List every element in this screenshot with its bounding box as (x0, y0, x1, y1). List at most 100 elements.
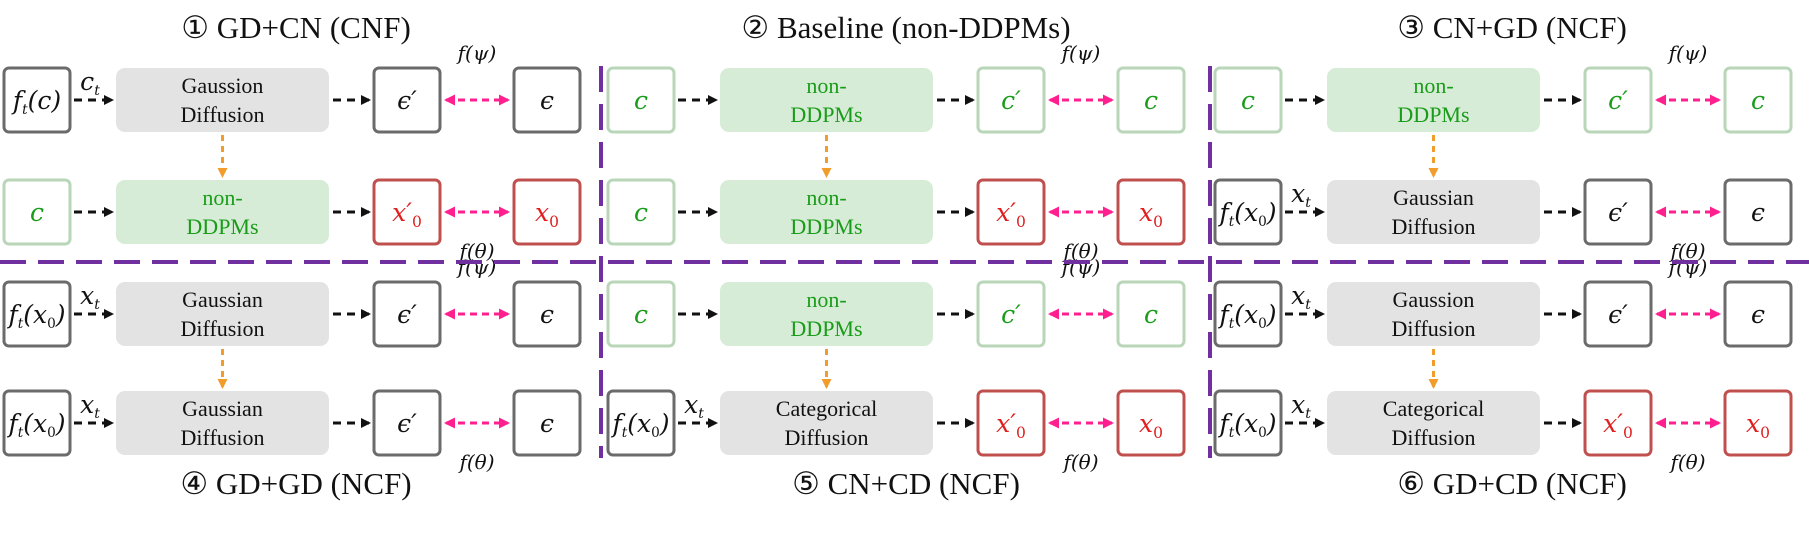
output-label: x′0 (392, 198, 422, 231)
loss-label: f(θ) (457, 450, 494, 474)
model-block (1327, 391, 1540, 455)
input-box (606, 389, 676, 457)
model-block-label: non- (806, 287, 846, 312)
loss-label: f(ψ) (456, 41, 497, 65)
model-block (1327, 180, 1540, 244)
input-box (1213, 66, 1283, 134)
model-block-label: DDPMs (186, 214, 258, 239)
loss-label: f(θ) (1668, 239, 1705, 263)
model-block (720, 180, 933, 244)
output-label: ϵ′ (397, 86, 417, 115)
target-label: ϵ (540, 300, 554, 329)
target-box (1723, 66, 1793, 134)
panel-title: ① GD+CN (CNF) (181, 10, 411, 45)
target-label: ϵ (1751, 198, 1765, 227)
loss-label: f(ψ) (1060, 255, 1101, 279)
model-block-label: Gaussian (1393, 185, 1474, 210)
target-label: x0 (1139, 409, 1163, 442)
model-block-label: non- (202, 185, 242, 210)
noisy-input-label: ct (80, 67, 100, 99)
model-block-label: non- (1413, 73, 1453, 98)
input-box (1213, 389, 1283, 457)
output-box (1583, 389, 1653, 457)
target-box (1723, 178, 1793, 246)
output-box (1583, 66, 1653, 134)
loss-label: f(ψ) (456, 255, 497, 279)
model-block (720, 68, 933, 132)
input-box (1213, 178, 1283, 246)
model-block-label: DDPMs (1397, 102, 1469, 127)
output-label: ϵ′ (397, 409, 417, 438)
model-block (720, 282, 933, 346)
target-box (1116, 280, 1186, 348)
target-box (512, 389, 582, 457)
target-label: x0 (535, 198, 559, 231)
noisy-input-label: xt (80, 281, 100, 313)
target-label: c (1144, 86, 1158, 115)
output-box (1583, 178, 1653, 246)
input-label: c (634, 86, 648, 115)
noisy-input-label: xt (684, 390, 704, 422)
output-label: c′ (1001, 86, 1021, 115)
target-box (1116, 389, 1186, 457)
input-box (2, 389, 72, 457)
loss-label: f(ψ) (1667, 41, 1708, 65)
noisy-input-label: xt (1291, 390, 1311, 422)
input-label: ft(x0) (6, 409, 65, 441)
target-box (1723, 389, 1793, 457)
input-label: ft(x0) (1217, 300, 1276, 332)
loss-label: f(θ) (1668, 450, 1705, 474)
noisy-input-label: xt (80, 390, 100, 422)
output-box (372, 178, 442, 246)
model-block-label: Diffusion (1392, 425, 1476, 450)
loss-label: f(θ) (1061, 450, 1098, 474)
target-box (1116, 178, 1186, 246)
panel-title: ④ GD+GD (NCF) (180, 466, 411, 501)
output-label: x′0 (996, 409, 1026, 442)
model-block (116, 282, 329, 346)
model-block-label: non- (806, 73, 846, 98)
loss-label: f(ψ) (1667, 255, 1708, 279)
model-block-label: Gaussion (1393, 287, 1475, 312)
model-block-label: Diffusion (785, 425, 869, 450)
target-label: ϵ (1751, 300, 1765, 329)
noisy-input-label: xt (1291, 281, 1311, 313)
target-label: x0 (1746, 409, 1770, 442)
input-label: ft(x0) (1217, 198, 1276, 230)
input-label: c (1241, 86, 1255, 115)
input-label: ft(x0) (610, 409, 669, 441)
panel-title: ③ CN+GD (NCF) (1397, 10, 1627, 45)
model-block-label: DDPMs (790, 316, 862, 341)
input-label: ft(c) (11, 86, 61, 118)
model-block (1327, 68, 1540, 132)
output-box (372, 66, 442, 134)
panel-title: ② Baseline (non-DDPMs) (741, 10, 1070, 45)
model-block-label: Diffusion (1392, 214, 1476, 239)
model-block-label: Categorical (776, 396, 877, 421)
input-label: c (30, 198, 44, 227)
output-box (976, 66, 1046, 134)
input-box (2, 280, 72, 348)
output-label: c′ (1608, 86, 1628, 115)
target-box (512, 280, 582, 348)
input-box (1213, 280, 1283, 348)
model-block-label: DDPMs (790, 102, 862, 127)
output-box (372, 389, 442, 457)
